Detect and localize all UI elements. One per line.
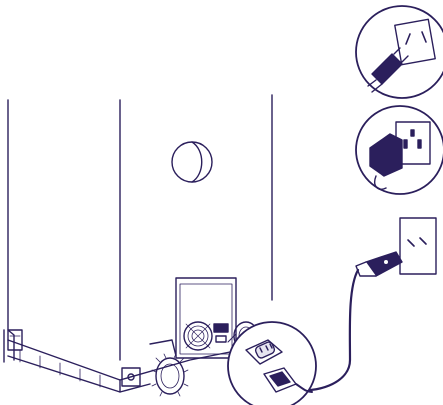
wheel-left xyxy=(149,339,189,397)
power-cable xyxy=(298,268,360,392)
plug-type-a-callout xyxy=(355,5,443,99)
rear-foot-middle xyxy=(121,367,141,387)
rear-foot-left xyxy=(7,329,23,351)
rear-handle-opening xyxy=(171,141,213,183)
plug-type-b-callout xyxy=(355,105,443,195)
iec-power-inlet-icon xyxy=(245,339,313,393)
rear-vent-panel xyxy=(175,277,237,359)
power-inlet-detail-zoom xyxy=(227,321,317,405)
appliance-body xyxy=(3,94,273,393)
plug-type-c-wall-socket xyxy=(355,217,437,277)
wall-socket-plug-cable-icon xyxy=(355,237,427,277)
three-pin-plug-adapter-icon xyxy=(369,121,431,190)
two-pin-plug-socket-icon xyxy=(367,18,436,93)
